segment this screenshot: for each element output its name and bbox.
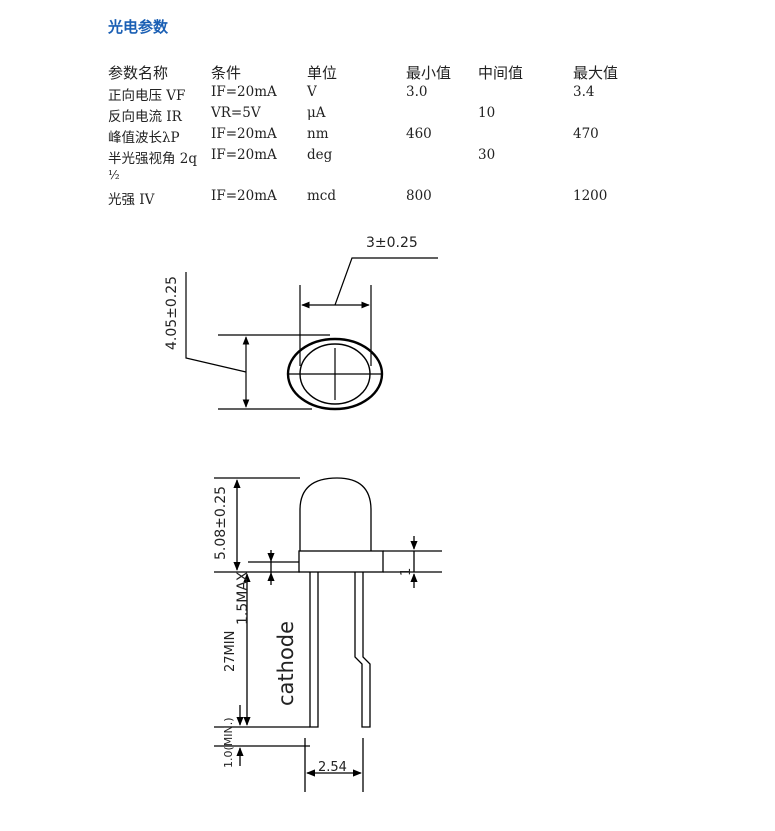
table-cell: IF=20mA — [211, 147, 277, 163]
table-cell: 峰值波长λP — [108, 130, 180, 146]
lead-cathode — [354, 572, 371, 728]
flange — [298, 550, 384, 573]
table-cell: 半光强视角 2q — [108, 151, 198, 167]
table-cell: IF=20mA — [211, 188, 277, 204]
table-cell: 反向电流 IR — [108, 109, 182, 125]
table-cell: mcd — [307, 188, 337, 204]
diameter-label: 3±0.25 — [366, 235, 418, 251]
table-cell: 3.4 — [573, 84, 595, 100]
table-cell: IF=20mA — [211, 126, 277, 142]
table-cell: deg — [307, 147, 333, 163]
table-cell: 光强 IV — [108, 192, 155, 208]
header-cell: 参数名称 — [108, 64, 169, 82]
flange-max-label: 1.5MAX — [235, 571, 251, 625]
leader-line — [334, 257, 438, 306]
leader-line — [185, 272, 247, 373]
cathode-label: cathode — [274, 621, 298, 706]
table-cell: VR=5V — [211, 105, 261, 121]
table-cell: 1200 — [573, 188, 608, 204]
header-cell: 中间值 — [478, 64, 524, 82]
pitch-label: 2.54 — [318, 760, 347, 775]
table-cell: 30 — [478, 147, 496, 163]
table-cell: μA — [307, 105, 326, 121]
section-title: 光电参数 — [108, 18, 169, 36]
top-view — [185, 257, 438, 411]
side-view — [214, 477, 442, 792]
header-cell: 条件 — [211, 64, 242, 82]
wrapped-text: ½ — [108, 168, 120, 182]
table-cell: 10 — [478, 105, 496, 121]
lead-anode — [309, 572, 319, 728]
min-label: 1.0(MIN.) — [222, 717, 235, 768]
table-cell: IF=20mA — [211, 84, 277, 100]
lead-length-label: 27MIN — [223, 631, 238, 672]
flange-label: 1 — [399, 568, 414, 576]
table-cell: 470 — [573, 126, 599, 142]
table-cell: 3.0 — [406, 84, 428, 100]
table-cell: 800 — [406, 188, 432, 204]
table-cell: V — [307, 84, 317, 100]
table-cell: 460 — [406, 126, 432, 142]
header-cell: 单位 — [307, 64, 338, 82]
table-cell: nm — [307, 126, 329, 142]
header-cell: 最大值 — [573, 64, 619, 82]
body-height-label: 5.08±0.25 — [213, 486, 229, 560]
header-cell: 最小值 — [406, 64, 452, 82]
lens-body — [299, 477, 372, 551]
table-cell: 正向电压 VF — [108, 88, 186, 104]
height-label: 4.05±0.25 — [164, 276, 180, 350]
